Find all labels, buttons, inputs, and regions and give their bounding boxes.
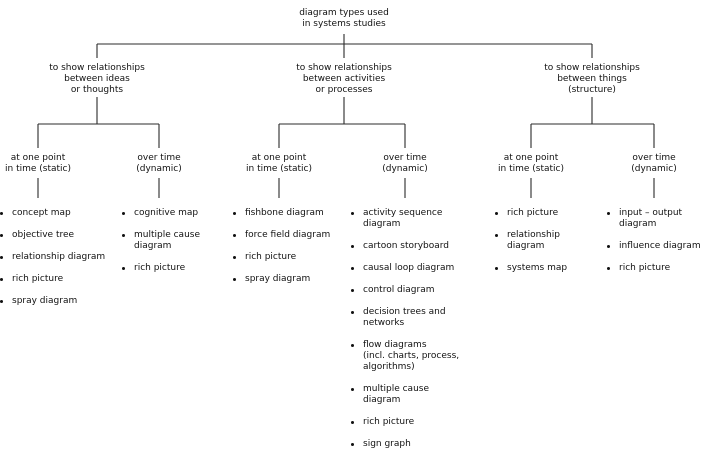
bullet-icon xyxy=(607,212,610,215)
list-item-label: activity sequence diagram xyxy=(363,208,443,229)
list-item: objective tree xyxy=(0,230,105,241)
bullet-icon xyxy=(607,245,610,248)
list-item-label: flow diagrams (incl. charts, process, al… xyxy=(363,340,460,372)
bullet-icon xyxy=(351,421,354,424)
list-item-label: concept map xyxy=(12,208,71,218)
bullet-icon xyxy=(233,256,236,259)
list-item: influence diagram xyxy=(607,241,701,252)
list-item: multiple cause diagram xyxy=(351,384,459,406)
bullet-icon xyxy=(351,344,354,347)
bullet-icon xyxy=(351,289,354,292)
things-static-label: at one point in time (static) xyxy=(498,153,564,174)
list-item-label: rich picture xyxy=(134,263,186,273)
list-item-label: spray diagram xyxy=(12,296,78,306)
list-item: rich picture xyxy=(495,208,567,219)
list-item-label: input – output diagram xyxy=(619,208,683,229)
list-item: spray diagram xyxy=(0,296,105,307)
root-node: diagram types used in systems studies xyxy=(299,8,389,29)
bullet-icon xyxy=(233,234,236,237)
list-item-label: cartoon storyboard xyxy=(363,241,450,251)
activities-dynamic-label: over time (dynamic) xyxy=(382,153,428,174)
list-item: systems map xyxy=(495,263,567,274)
activities-dynamic-list: activity sequence diagram cartoon storybo… xyxy=(351,208,459,461)
bullet-icon xyxy=(351,388,354,391)
bullet-icon xyxy=(351,311,354,314)
activities-static-label: at one point in time (static) xyxy=(246,153,312,174)
list-item: rich picture xyxy=(351,417,459,428)
list-item: sign graph xyxy=(351,439,459,450)
list-item-label: relationship diagram xyxy=(12,252,106,262)
things-dynamic-label: over time (dynamic) xyxy=(631,153,677,174)
list-item: control diagram xyxy=(351,285,459,296)
list-item: spray diagram xyxy=(233,274,330,285)
bullet-icon xyxy=(0,212,3,215)
bullet-icon xyxy=(351,212,354,215)
bullet-icon xyxy=(495,267,498,270)
bullet-icon xyxy=(0,256,3,259)
ideas-dynamic-label: over time (dynamic) xyxy=(136,153,182,174)
list-item-label: relationship diagram xyxy=(507,230,560,251)
bullet-icon xyxy=(122,267,125,270)
bullet-icon xyxy=(351,267,354,270)
bullet-icon xyxy=(351,245,354,248)
list-item: cognitive map xyxy=(122,208,200,219)
list-item: relationship diagram xyxy=(495,230,567,252)
ideas-static-list: concept map objective tree relationship di… xyxy=(0,208,105,318)
list-item: fishbone diagram xyxy=(233,208,330,219)
bullet-icon xyxy=(0,300,3,303)
list-item-label: rich picture xyxy=(507,208,559,218)
bullet-icon xyxy=(495,234,498,237)
bullet-icon xyxy=(0,278,3,281)
list-item-label: spray diagram xyxy=(245,274,311,284)
list-item-label: rich picture xyxy=(619,263,671,273)
bullet-icon xyxy=(233,212,236,215)
list-item: decision trees and networks xyxy=(351,307,459,329)
list-item-label: sign graph xyxy=(363,439,411,449)
list-item: activity sequence diagram xyxy=(351,208,459,230)
list-item-label: rich picture xyxy=(12,274,64,284)
category-things-label: to show relationships between things (st… xyxy=(544,63,640,95)
list-item: relationship diagram xyxy=(0,252,105,263)
activities-static-list: fishbone diagram force field diagram rich … xyxy=(233,208,330,296)
things-dynamic-list: input – output diagram influence diagram r… xyxy=(607,208,701,285)
list-item: cartoon storyboard xyxy=(351,241,459,252)
list-item: rich picture xyxy=(122,263,200,274)
bullet-icon xyxy=(122,212,125,215)
list-item: rich picture xyxy=(0,274,105,285)
list-item-label: rich picture xyxy=(363,417,415,427)
bullet-icon xyxy=(122,234,125,237)
list-item-label: objective tree xyxy=(12,230,75,240)
list-item-label: systems map xyxy=(507,263,568,273)
bullet-icon xyxy=(495,212,498,215)
things-static-list: rich picture relationship diagram systems … xyxy=(495,208,567,285)
list-item-label: cognitive map xyxy=(134,208,199,218)
list-item: input – output diagram xyxy=(607,208,701,230)
list-item-label: fishbone diagram xyxy=(245,208,324,218)
list-item-label: decision trees and networks xyxy=(363,307,446,328)
bullet-icon xyxy=(233,278,236,281)
list-item: rich picture xyxy=(233,252,330,263)
list-item-label: influence diagram xyxy=(619,241,701,251)
list-item: concept map xyxy=(0,208,105,219)
category-activities-label: to show relationships between activities… xyxy=(296,63,392,95)
list-item: multiple cause diagram xyxy=(122,230,200,252)
list-item-label: multiple cause diagram xyxy=(363,384,430,405)
list-item: force field diagram xyxy=(233,230,330,241)
category-ideas-label: to show relationships between ideas or t… xyxy=(49,63,145,95)
list-item: rich picture xyxy=(607,263,701,274)
list-item-label: causal loop diagram xyxy=(363,263,455,273)
ideas-dynamic-list: cognitive map multiple cause diagram rich … xyxy=(122,208,200,285)
bullet-icon xyxy=(0,234,3,237)
list-item: causal loop diagram xyxy=(351,263,459,274)
bullet-icon xyxy=(607,267,610,270)
list-item: flow diagrams (incl. charts, process, al… xyxy=(351,340,459,373)
ideas-static-label: at one point in time (static) xyxy=(5,153,71,174)
list-item-label: force field diagram xyxy=(245,230,331,240)
list-item-label: rich picture xyxy=(245,252,297,262)
list-item-label: control diagram xyxy=(363,285,435,295)
bullet-icon xyxy=(351,443,354,446)
list-item-label: multiple cause diagram xyxy=(134,230,201,251)
